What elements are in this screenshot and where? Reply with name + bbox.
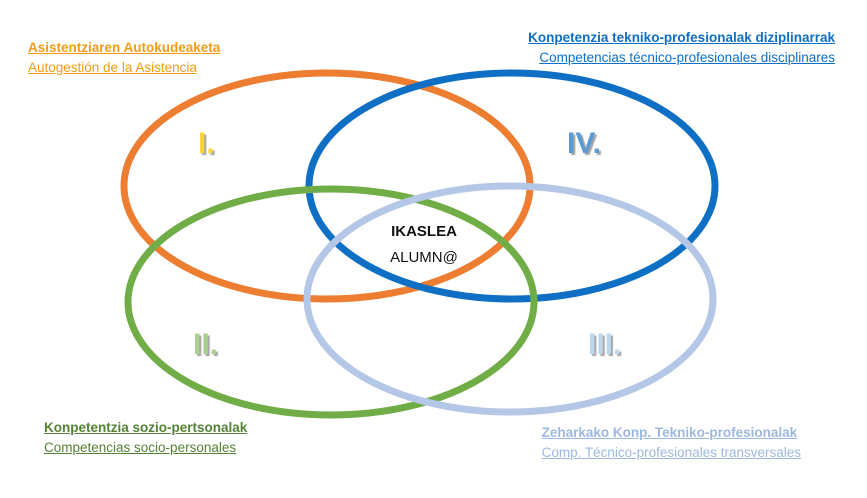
ellipse-lightblue	[303, 182, 717, 416]
label-top-right-basque: Konpetenzia tekniko-profesionalak dizipl…	[528, 30, 835, 45]
label-bottom-left-spanish: Competencias socio-personales	[44, 440, 237, 455]
numeral-iv: IV.	[567, 127, 601, 160]
numeral-i: I.	[198, 127, 215, 160]
label-bottom-left-basque: Konpetentzia sozio-pertsonalak	[44, 420, 248, 435]
ellipse-green	[124, 185, 538, 419]
label-top-left-spanish: Autogestión de la Asistencia	[28, 60, 197, 75]
label-bottom-right: Zeharkako Konp. Tekniko-profesionalak Co…	[542, 423, 801, 463]
label-top-right: Konpetenzia tekniko-profesionalak dizipl…	[528, 28, 835, 68]
numeral-iii: III.	[588, 328, 621, 361]
center-subtitle: ALUMN@	[390, 249, 458, 266]
label-top-left-basque: Asistentziaren Autokudeaketa	[28, 40, 221, 55]
label-bottom-right-spanish: Comp. Técnico-profesionales transversale…	[541, 445, 801, 460]
ellipse-blue	[305, 69, 719, 303]
center-title: IKASLEA	[391, 223, 457, 240]
label-top-left: Asistentziaren Autokudeaketa Autogestión…	[28, 38, 220, 78]
label-bottom-left: Konpetentzia sozio-pertsonalak Competenc…	[44, 418, 247, 458]
label-top-right-spanish: Competencias técnico-profesionales disci…	[539, 50, 835, 65]
label-bottom-right-basque: Zeharkako Konp. Tekniko-profesionalak	[541, 425, 798, 440]
numeral-ii: II.	[193, 328, 218, 361]
